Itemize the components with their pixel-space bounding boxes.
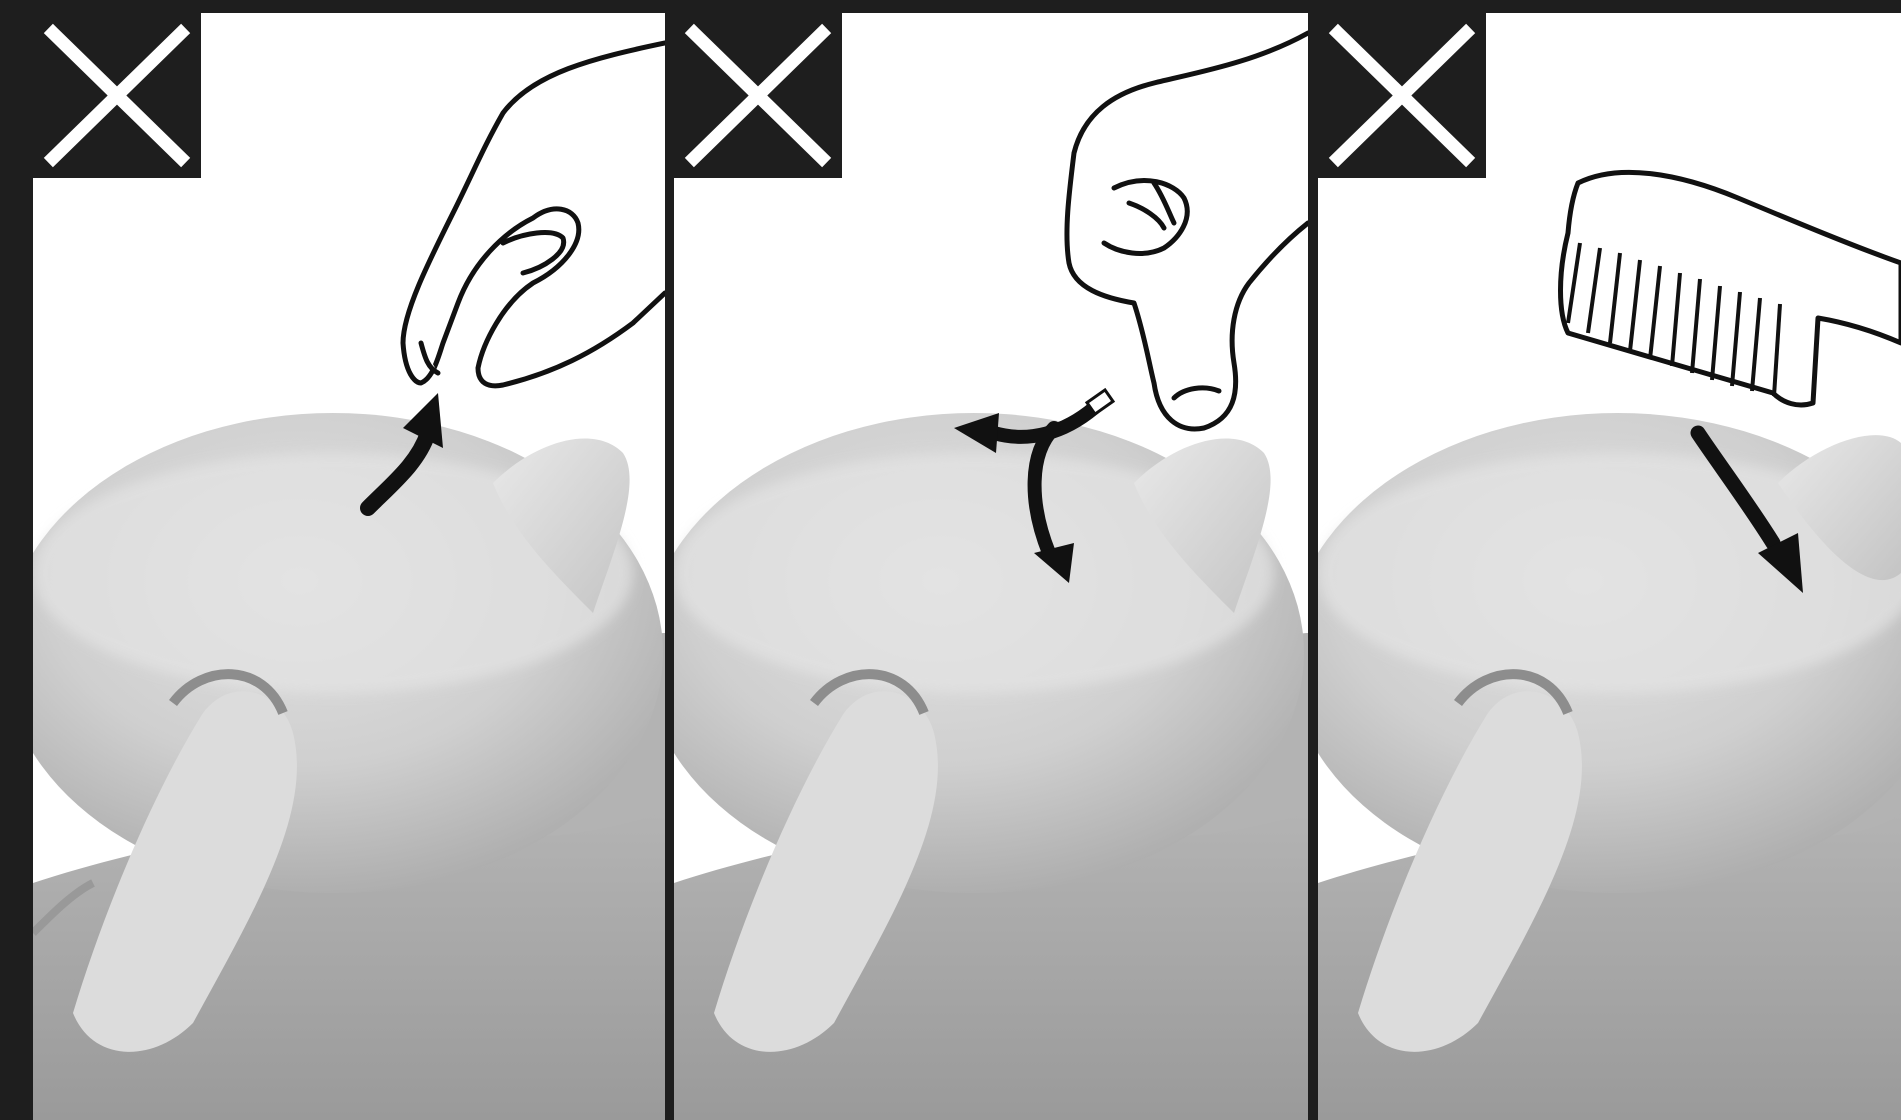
cross-icon — [674, 13, 842, 178]
panel-1 — [33, 13, 665, 1120]
baby-head-photo — [674, 13, 1308, 1120]
panel-2 — [674, 13, 1308, 1120]
cross-badge — [674, 13, 842, 178]
comb-icon — [1561, 172, 1901, 405]
baby-head-photo — [33, 13, 665, 1120]
cross-badge — [33, 13, 201, 178]
cross-badge — [1318, 13, 1486, 178]
pinch-hand-icon — [403, 43, 665, 386]
cross-icon — [33, 13, 201, 178]
cross-icon — [1318, 13, 1486, 178]
baby-head-photo — [1318, 13, 1901, 1120]
panel-3 — [1318, 13, 1901, 1120]
pull-hand-icon — [1067, 33, 1308, 429]
